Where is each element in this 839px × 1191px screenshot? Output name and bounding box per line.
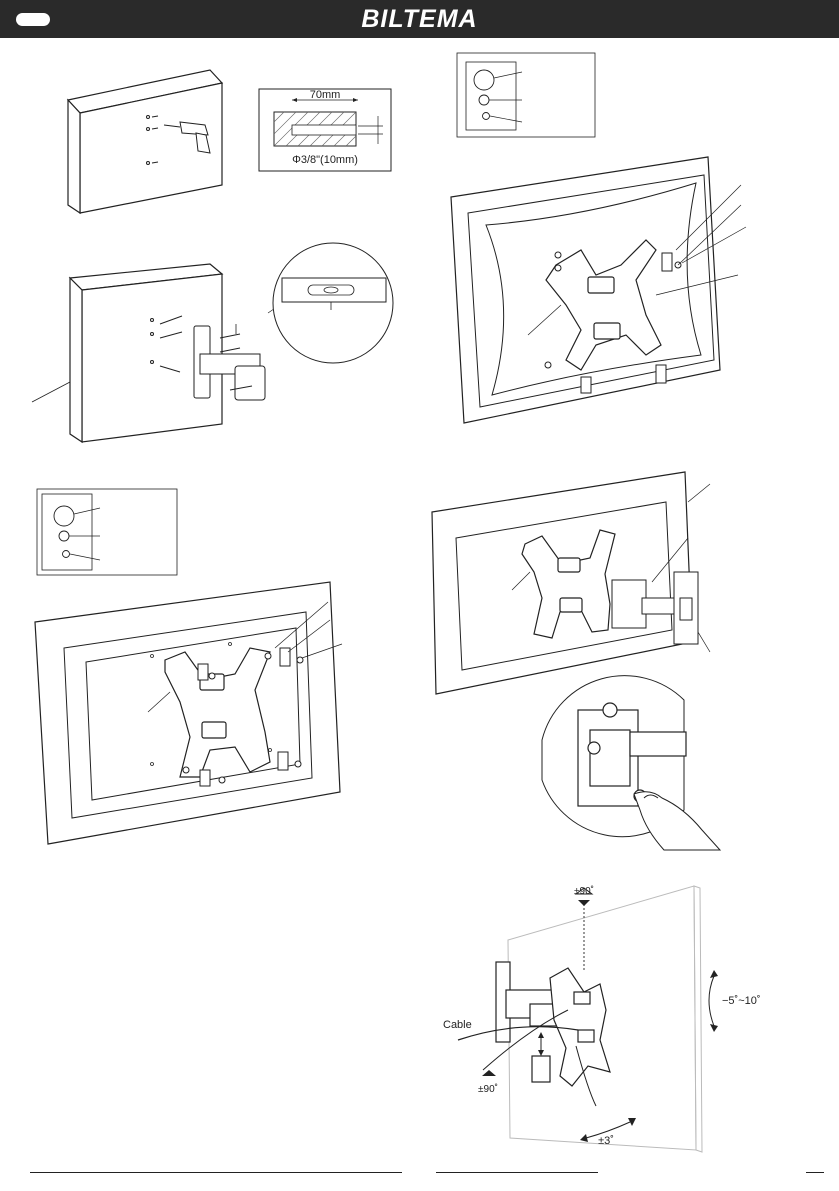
- spirit-level-icon: [268, 238, 398, 368]
- brand-logo: BILTEMA: [0, 5, 839, 34]
- dimension-width-label: 70mm: [310, 89, 341, 101]
- step5-zoom-detail: [534, 680, 724, 850]
- footer-rule-middle: [436, 1172, 598, 1173]
- step4-tv-bracket-illustration: [30, 582, 360, 850]
- tilt-bottom-label: ±90˚: [478, 1083, 498, 1095]
- level-adjust-label: ±3˚: [598, 1135, 614, 1147]
- page-header: BILTEMA: [0, 0, 839, 38]
- step1-drill-detail: 70mm Φ3/8"(10mm): [258, 88, 392, 172]
- step6-adjustment-illustration: ±90˚ Cable ±90˚ −5˚~10˚ ±3˚: [438, 880, 783, 1160]
- footer-rule-left: [30, 1172, 402, 1173]
- footer-rule-right: [806, 1172, 824, 1173]
- step3-tv-bracket-illustration: [446, 155, 746, 427]
- drill-diameter-label: Φ3/8"(10mm): [292, 154, 358, 166]
- cable-label: Cable: [443, 1019, 472, 1031]
- step5-tv-hang-illustration: [430, 472, 720, 697]
- step1-drill-wall-illustration: [60, 65, 230, 215]
- tilt-top-label: ±90˚: [574, 885, 594, 897]
- step3-screw-chart: [456, 52, 596, 138]
- step2-wall-plate-illustration: [30, 262, 285, 447]
- tilt-side-label: −5˚~10˚: [722, 995, 761, 1007]
- step4-screw-chart: [36, 488, 178, 576]
